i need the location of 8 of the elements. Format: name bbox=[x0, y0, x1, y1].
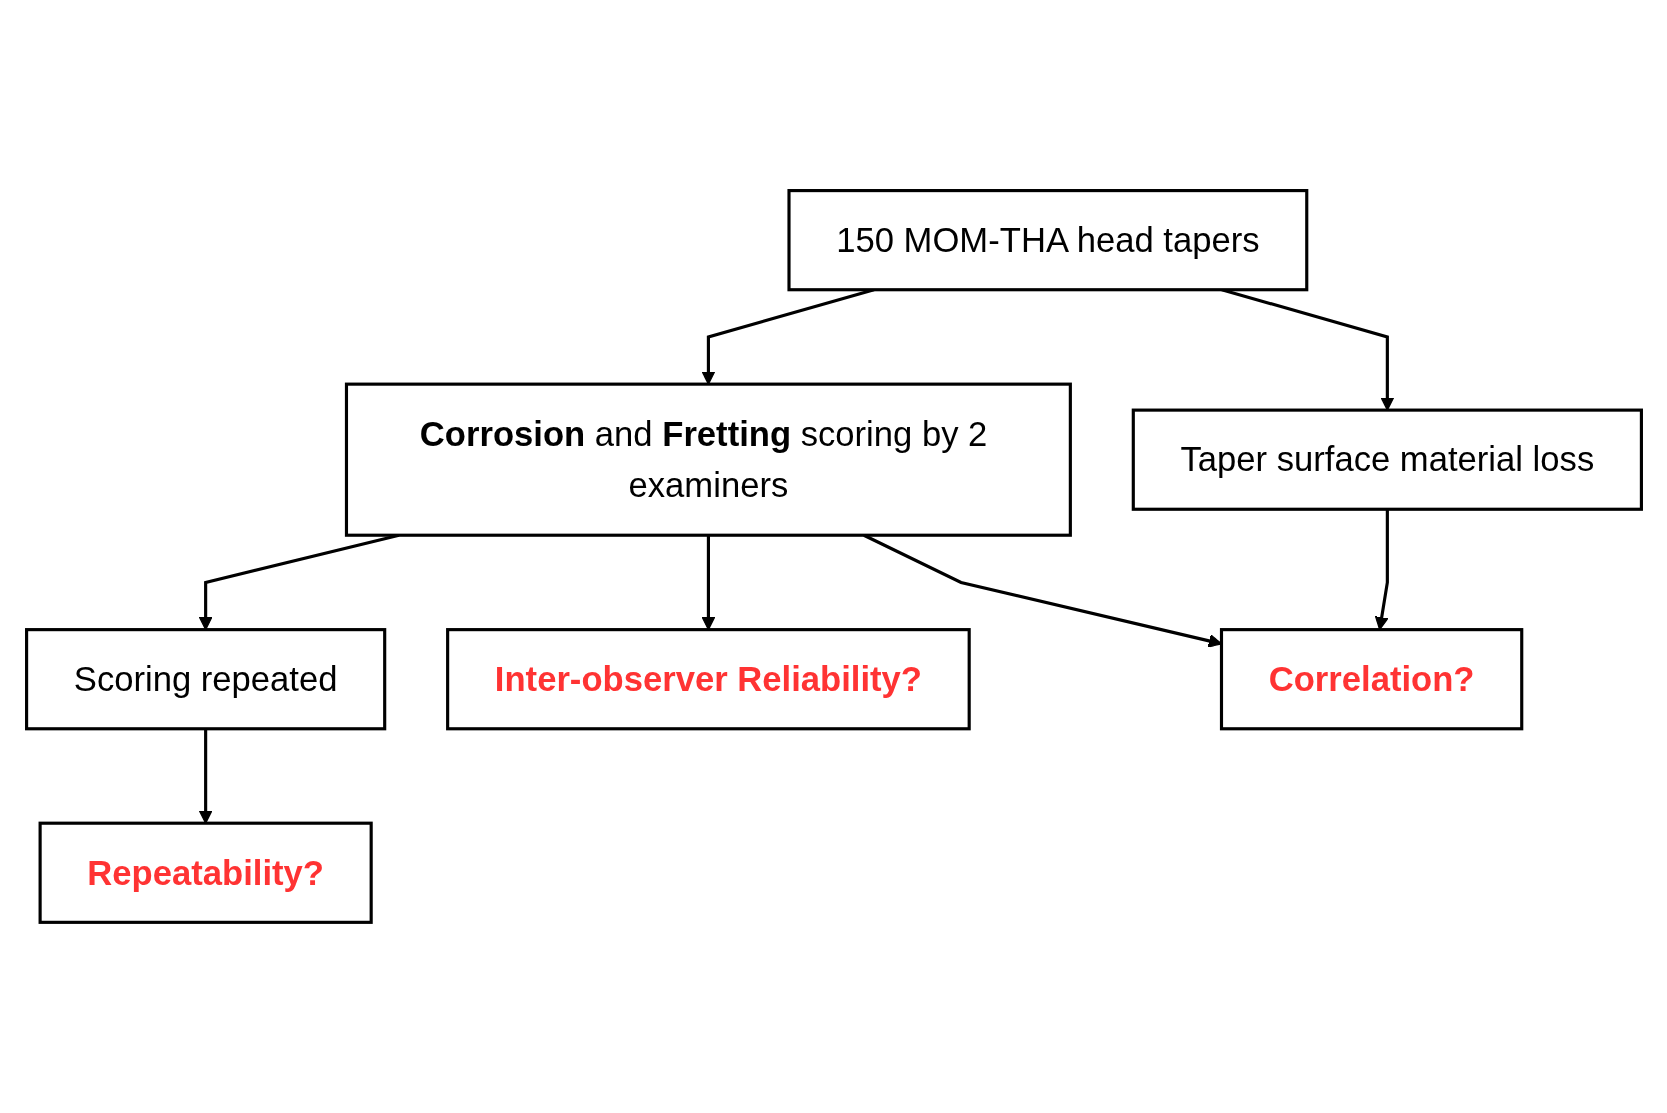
node-box: Repeatability? bbox=[38, 821, 373, 924]
node-box: Inter-observer Reliability? bbox=[445, 628, 971, 731]
node-box: 150 MOM-THA head tapers bbox=[786, 189, 1308, 292]
node-box: Taper surface material loss bbox=[1131, 408, 1643, 511]
node-box: Corrosion and Fretting scoring by 2 examiners bbox=[344, 382, 1072, 537]
arrow bbox=[198, 728, 213, 824]
node-box: Correlation? bbox=[1219, 628, 1523, 731]
node-box: Scoring repeated bbox=[24, 628, 386, 731]
